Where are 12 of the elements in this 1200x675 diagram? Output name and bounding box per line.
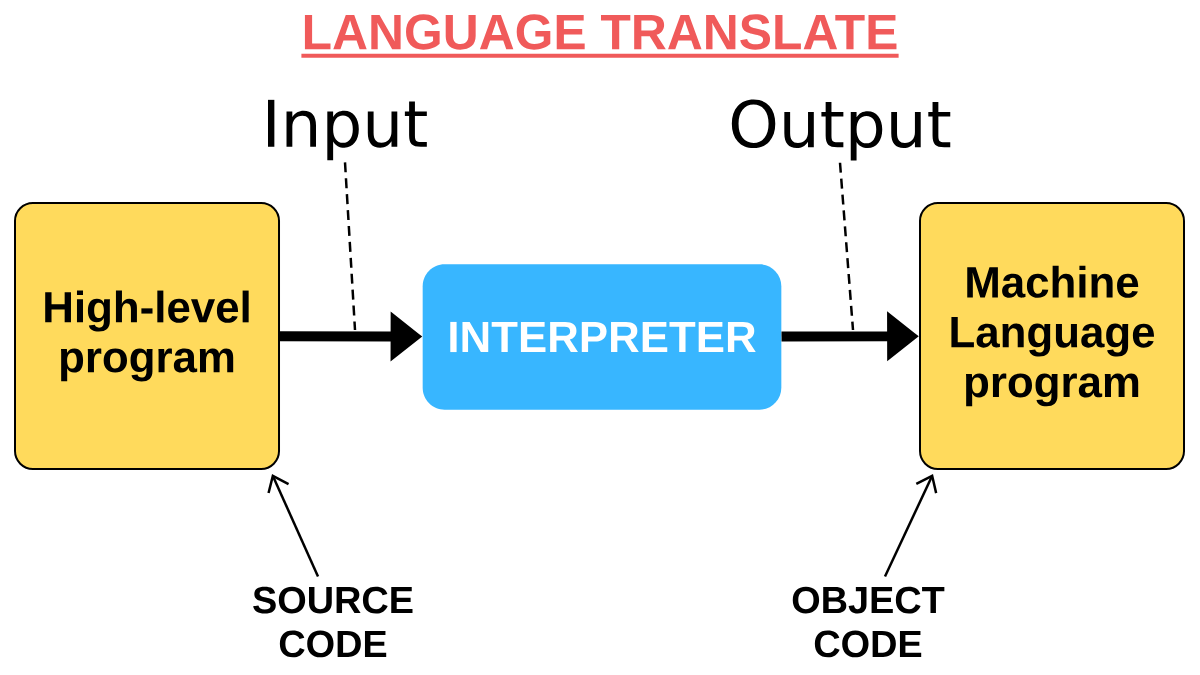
code-label: OBJECT CODE (792, 586, 945, 658)
io-label: Input (268, 99, 427, 161)
arrow (883, 474, 938, 577)
program-box: Machine Language program (919, 202, 1185, 470)
leader-line (343, 162, 357, 331)
process-box: INTERPRETER (422, 264, 782, 410)
arrow (267, 474, 320, 577)
program-box: High-level program (14, 202, 280, 470)
code-label: SOURCE CODE (253, 586, 413, 658)
title: LANGUAGE TRANSLATE (301, 14, 899, 58)
leader-line (838, 162, 855, 331)
io-label: Output (731, 99, 951, 161)
